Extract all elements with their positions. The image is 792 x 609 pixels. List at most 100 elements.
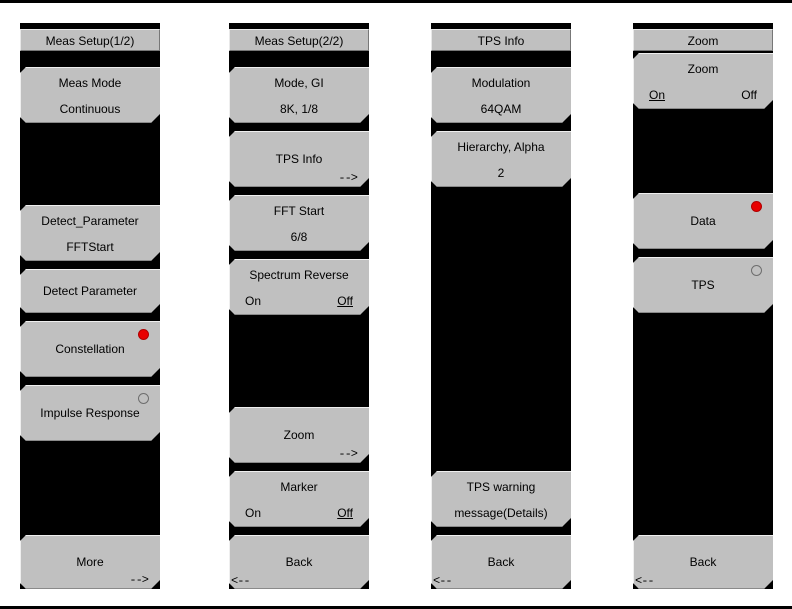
button-bottom-shadow [20,376,160,377]
softkey-value-hierarchy-alpha: 2 [497,166,505,180]
softkey-detect-parameter[interactable]: Detect Parameter [20,269,160,313]
option-on-spectrum-reverse[interactable]: On [245,294,262,308]
button-left-highlight [229,407,230,463]
softkey-more[interactable]: More --> [20,535,160,589]
button-top-highlight [20,269,160,270]
button-bottom-shadow [20,312,160,313]
button-left-highlight [229,195,230,251]
softkey-impulse-response[interactable]: Impulse Response [20,385,160,441]
led-indicator-data-on [751,201,762,212]
softkey-tps-warning-message[interactable]: TPS warning message(Details) [431,471,571,527]
softkey-tps[interactable]: TPS [633,257,773,313]
softkey-label-mode-gi: Mode, GI [274,76,324,90]
button-bottom-shadow [431,526,571,527]
button-left-highlight [20,67,21,123]
option-off-zoom-onoff[interactable]: Off [741,88,757,102]
softkey-label-data: Data [690,214,716,228]
menu-title-meas-setup-1: Meas Setup(1/2) [20,29,160,51]
button-top-highlight [229,535,369,536]
arrow-right-icon: --> [129,573,148,587]
softkey-label-tps-warning-message: TPS warning [466,480,536,494]
softkey-modulation[interactable]: Modulation 64QAM [431,67,571,123]
onoff-selector-spectrum-reverse: On Off [229,294,369,308]
softkey-zoom[interactable]: Zoom--> [229,407,369,463]
button-bottom-shadow [229,462,369,463]
softkey-constellation[interactable]: Constellation [20,321,160,377]
button-top-highlight [20,321,160,322]
softkey-value-modulation: 64QAM [480,102,522,116]
button-bottom-shadow [229,186,369,187]
button-left-highlight [20,321,21,377]
softkey-label-hierarchy-alpha: Hierarchy, Alpha [457,140,545,154]
button-left-highlight [229,535,230,589]
softkey-value-detect-parameter-value: FFTStart [66,240,114,254]
button-left-highlight [431,131,432,187]
arrow-left-icon: <-- [635,574,654,588]
button-top-highlight [633,193,773,194]
button-top-highlight [633,535,773,536]
softkey-label-modulation: Modulation [471,76,531,90]
softkey-hierarchy-alpha[interactable]: Hierarchy, Alpha 2 [431,131,571,187]
button-top-highlight [20,535,160,536]
button-bottom-shadow [229,526,369,527]
onoff-selector-zoom-onoff: On Off [633,88,773,102]
button-left-highlight [20,385,21,441]
button-left-highlight [633,53,634,109]
button-bottom-shadow [431,186,571,187]
option-off-spectrum-reverse[interactable]: Off [337,294,353,308]
button-left-highlight [229,67,230,123]
softkey-label-marker: Marker [280,480,318,494]
button-bottom-shadow [633,108,773,109]
softkey-label-more: More [76,555,104,569]
softkey-value-tps-warning-message: message(Details) [454,506,548,520]
button-left-highlight [20,269,21,313]
softkey-label-detect-parameter-value: Detect_Parameter [41,214,139,228]
button-bottom-shadow [229,314,369,315]
button-bottom-shadow [229,250,369,251]
softkey-label-tps-info: TPS Info [275,152,323,166]
softkey-back[interactable]: Back<-- [633,535,773,589]
softkey-label-impulse-response: Impulse Response [40,406,140,420]
led-indicator-tps-off [751,265,762,276]
button-top-highlight [431,471,571,472]
button-top-highlight [633,257,773,258]
option-on-marker[interactable]: On [245,506,262,520]
button-bottom-shadow [633,312,773,313]
button-left-highlight [633,257,634,313]
arrow-right-icon: --> [338,171,357,185]
softkey-label-zoom-onoff: Zoom [687,62,719,76]
softkey-back[interactable]: Back<-- [431,535,571,589]
button-bottom-shadow [229,122,369,123]
menu-title-meas-setup-2: Meas Setup(2/2) [229,29,369,51]
button-left-highlight [229,131,230,187]
onoff-selector-marker: On Off [229,506,369,520]
option-on-zoom-onoff[interactable]: On [649,88,666,102]
softkey-label-back: Back [487,555,515,569]
button-bottom-shadow [20,122,160,123]
button-top-highlight [229,67,369,68]
button-top-highlight [229,195,369,196]
button-bottom-shadow [20,588,160,589]
arrow-left-icon: <-- [231,574,250,588]
button-bottom-shadow [20,260,160,261]
softkey-label-meas-mode: Meas Mode [58,76,122,90]
softkey-data[interactable]: Data [633,193,773,249]
option-off-marker[interactable]: Off [337,506,353,520]
softkey-label-tps: TPS [691,278,715,292]
menu-title-zoom: Zoom [633,29,773,51]
softkey-back[interactable]: Back<-- [229,535,369,589]
button-left-highlight [633,193,634,249]
arrow-right-icon: --> [338,447,357,461]
softkey-tps-info[interactable]: TPS Info --> [229,131,369,187]
button-left-highlight [20,205,21,261]
button-left-highlight [431,67,432,123]
